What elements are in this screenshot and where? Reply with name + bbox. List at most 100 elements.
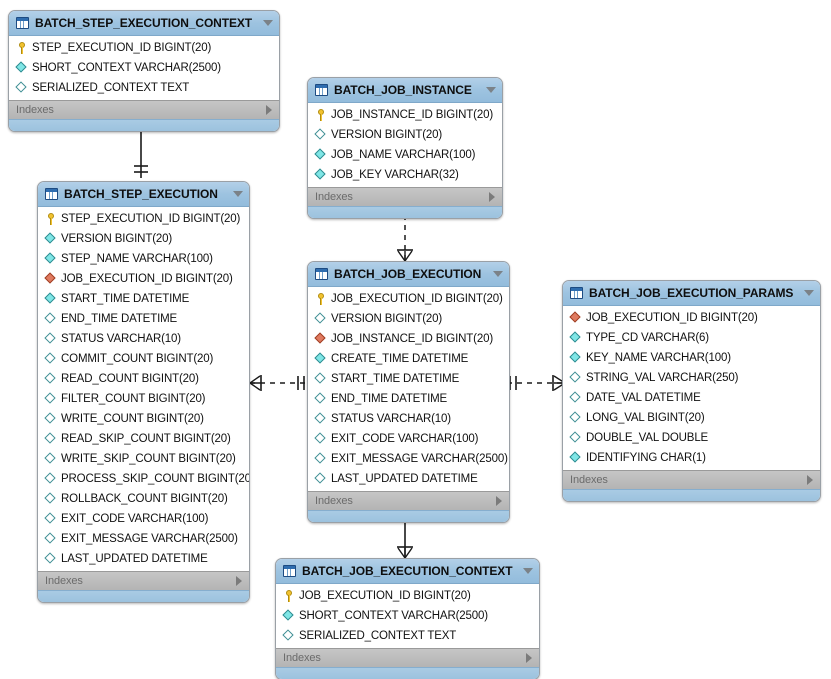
nullable-column-icon <box>45 373 57 385</box>
column-label: SERIALIZED_CONTEXT TEXT <box>299 630 457 642</box>
column-row[interactable]: IDENTIFYING CHAR(1) <box>563 448 820 468</box>
column-row[interactable]: STRING_VAL VARCHAR(250) <box>563 368 820 388</box>
indexes-section-batch_step_execution_context[interactable]: Indexes <box>9 100 279 119</box>
table-batch_step_execution_context[interactable]: BATCH_STEP_EXECUTION_CONTEXT STEP_EXECUTI… <box>8 10 280 132</box>
column-row[interactable]: LAST_UPDATED DATETIME <box>38 549 249 569</box>
chevron-down-icon[interactable] <box>523 568 533 574</box>
column-row[interactable]: EXIT_CODE VARCHAR(100) <box>38 509 249 529</box>
indexes-section-batch_job_instance[interactable]: Indexes <box>308 187 502 206</box>
column-label: KEY_NAME VARCHAR(100) <box>586 352 731 364</box>
chevron-right-icon[interactable] <box>526 653 532 663</box>
column-row[interactable]: STEP_EXECUTION_ID BIGINT(20) <box>38 209 249 229</box>
column-row[interactable]: VERSION BIGINT(20) <box>38 229 249 249</box>
chevron-right-icon[interactable] <box>236 576 242 586</box>
table-header-batch_step_execution_context[interactable]: BATCH_STEP_EXECUTION_CONTEXT <box>9 11 279 36</box>
column-row[interactable]: SERIALIZED_CONTEXT TEXT <box>276 626 539 646</box>
column-row[interactable]: JOB_EXECUTION_ID BIGINT(20) <box>38 269 249 289</box>
indexes-section-batch_job_execution_context[interactable]: Indexes <box>276 648 539 667</box>
column-label: JOB_EXECUTION_ID BIGINT(20) <box>61 273 233 285</box>
column-row[interactable]: JOB_INSTANCE_ID BIGINT(20) <box>308 329 509 349</box>
column-row[interactable]: WRITE_SKIP_COUNT BIGINT(20) <box>38 449 249 469</box>
table-title: BATCH_JOB_INSTANCE <box>334 83 472 97</box>
primary-key-icon <box>45 213 57 225</box>
column-row[interactable]: EXIT_CODE VARCHAR(100) <box>308 429 509 449</box>
indexes-section-batch_job_execution_params[interactable]: Indexes <box>563 470 820 489</box>
indexes-label: Indexes <box>570 474 608 486</box>
column-row[interactable]: START_TIME DATETIME <box>308 369 509 389</box>
column-row[interactable]: DATE_VAL DATETIME <box>563 388 820 408</box>
column-row[interactable]: STEP_NAME VARCHAR(100) <box>38 249 249 269</box>
column-label: EXIT_CODE VARCHAR(100) <box>331 433 479 445</box>
indexes-section-batch_step_execution[interactable]: Indexes <box>38 571 249 590</box>
table-footer <box>38 590 249 602</box>
table-batch_job_instance[interactable]: BATCH_JOB_INSTANCE JOB_INSTANCE_ID BIGINT… <box>307 77 503 219</box>
column-row[interactable]: JOB_INSTANCE_ID BIGINT(20) <box>308 105 502 125</box>
column-row[interactable]: LAST_UPDATED DATETIME <box>308 469 509 489</box>
chevron-right-icon[interactable] <box>266 105 272 115</box>
column-row[interactable]: PROCESS_SKIP_COUNT BIGINT(20) <box>38 469 249 489</box>
table-header-batch_step_execution[interactable]: BATCH_STEP_EXECUTION <box>38 182 249 207</box>
primary-key-icon <box>315 109 327 121</box>
primary-key-icon <box>315 293 327 305</box>
column-label: WRITE_SKIP_COUNT BIGINT(20) <box>61 453 236 465</box>
chevron-down-icon[interactable] <box>233 191 243 197</box>
table-title: BATCH_JOB_EXECUTION <box>334 267 482 281</box>
column-label: SERIALIZED_CONTEXT TEXT <box>32 82 190 94</box>
chevron-right-icon[interactable] <box>807 475 813 485</box>
column-row[interactable]: JOB_EXECUTION_ID BIGINT(20) <box>276 586 539 606</box>
nullable-column-icon <box>45 433 57 445</box>
column-row[interactable]: COMMIT_COUNT BIGINT(20) <box>38 349 249 369</box>
column-row[interactable]: SHORT_CONTEXT VARCHAR(2500) <box>276 606 539 626</box>
column-label: JOB_KEY VARCHAR(32) <box>331 169 459 181</box>
table-header-batch_job_execution_context[interactable]: BATCH_JOB_EXECUTION_CONTEXT <box>276 559 539 584</box>
table-batch_job_execution[interactable]: BATCH_JOB_EXECUTION JOB_EXECUTION_ID BIGI… <box>307 261 510 523</box>
indexes-section-batch_job_execution[interactable]: Indexes <box>308 491 509 510</box>
column-row[interactable]: ROLLBACK_COUNT BIGINT(20) <box>38 489 249 509</box>
column-row[interactable]: JOB_EXECUTION_ID BIGINT(20) <box>563 308 820 328</box>
column-row[interactable]: STATUS VARCHAR(10) <box>38 329 249 349</box>
column-label: STEP_EXECUTION_ID BIGINT(20) <box>32 42 212 54</box>
column-row[interactable]: END_TIME DATETIME <box>38 309 249 329</box>
chevron-down-icon[interactable] <box>493 271 503 277</box>
column-row[interactable]: KEY_NAME VARCHAR(100) <box>563 348 820 368</box>
chevron-right-icon[interactable] <box>496 496 502 506</box>
column-row[interactable]: JOB_EXECUTION_ID BIGINT(20) <box>308 289 509 309</box>
column-row[interactable]: STATUS VARCHAR(10) <box>308 409 509 429</box>
chevron-right-icon[interactable] <box>489 192 495 202</box>
column-row[interactable]: READ_COUNT BIGINT(20) <box>38 369 249 389</box>
table-header-batch_job_instance[interactable]: BATCH_JOB_INSTANCE <box>308 78 502 103</box>
column-row[interactable]: FILTER_COUNT BIGINT(20) <box>38 389 249 409</box>
column-row[interactable]: SHORT_CONTEXT VARCHAR(2500) <box>9 58 279 78</box>
column-row[interactable]: JOB_NAME VARCHAR(100) <box>308 145 502 165</box>
column-row[interactable]: DOUBLE_VAL DOUBLE <box>563 428 820 448</box>
not-null-column-icon <box>45 253 57 265</box>
chevron-down-icon[interactable] <box>263 20 273 26</box>
column-row[interactable]: EXIT_MESSAGE VARCHAR(2500) <box>308 449 509 469</box>
column-label: LAST_UPDATED DATETIME <box>331 473 478 485</box>
column-row[interactable]: VERSION BIGINT(20) <box>308 309 509 329</box>
column-row[interactable]: LONG_VAL BIGINT(20) <box>563 408 820 428</box>
column-row[interactable]: END_TIME DATETIME <box>308 389 509 409</box>
column-row[interactable]: WRITE_COUNT BIGINT(20) <box>38 409 249 429</box>
column-row[interactable]: SERIALIZED_CONTEXT TEXT <box>9 78 279 98</box>
column-row[interactable]: READ_SKIP_COUNT BIGINT(20) <box>38 429 249 449</box>
column-row[interactable]: CREATE_TIME DATETIME <box>308 349 509 369</box>
column-row[interactable]: JOB_KEY VARCHAR(32) <box>308 165 502 185</box>
chevron-down-icon[interactable] <box>486 87 496 93</box>
not-null-column-icon <box>315 149 327 161</box>
chevron-down-icon[interactable] <box>804 290 814 296</box>
table-header-batch_job_execution[interactable]: BATCH_JOB_EXECUTION <box>308 262 509 287</box>
not-null-column-icon <box>315 353 327 365</box>
column-row[interactable]: EXIT_MESSAGE VARCHAR(2500) <box>38 529 249 549</box>
column-row[interactable]: VERSION BIGINT(20) <box>308 125 502 145</box>
nullable-column-icon <box>315 433 327 445</box>
column-row[interactable]: STEP_EXECUTION_ID BIGINT(20) <box>9 38 279 58</box>
column-row[interactable]: START_TIME DATETIME <box>38 289 249 309</box>
column-row[interactable]: TYPE_CD VARCHAR(6) <box>563 328 820 348</box>
column-label: READ_SKIP_COUNT BIGINT(20) <box>61 433 231 445</box>
table-header-batch_job_execution_params[interactable]: BATCH_JOB_EXECUTION_PARAMS <box>563 281 820 306</box>
